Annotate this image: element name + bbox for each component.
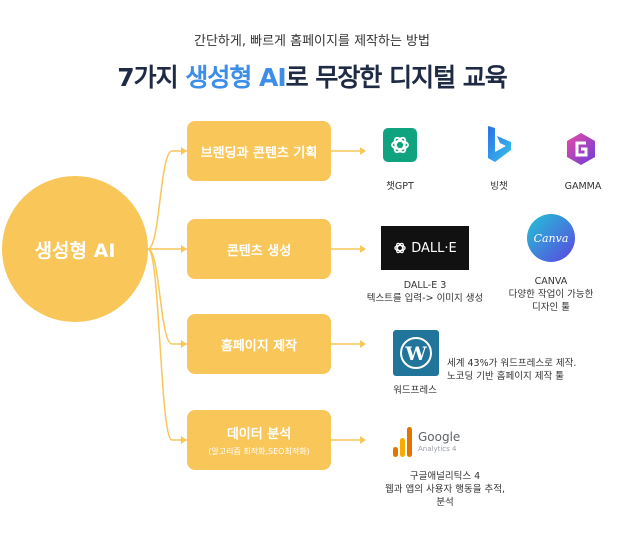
- openai-knot-icon: [391, 136, 409, 154]
- branch-content-creation: 콘텐츠 생성: [187, 219, 331, 279]
- arrowhead: [360, 436, 366, 444]
- arrowhead: [181, 340, 187, 348]
- arrowhead: [181, 436, 187, 444]
- ga-desc: 웹과 앱의 사용자 행동을 추적,: [385, 484, 505, 495]
- canva-desc: 디자인 툴: [532, 302, 570, 313]
- branch-label: 데이터 분석: [226, 427, 292, 442]
- branch-label: 브랜딩과 콘텐츠 기획: [200, 145, 318, 161]
- arrowhead: [360, 245, 366, 253]
- wordpress-desc: 세계 43%가 워드프레스로 제작.: [447, 358, 577, 369]
- branch-label: 콘텐츠 생성: [226, 243, 292, 259]
- wordpress-label: 워드프레스: [393, 385, 437, 396]
- wordpress-desc: 노코딩 기반 홈페이지 제작 툴: [447, 371, 564, 382]
- google-analytics-icon: [393, 425, 413, 459]
- bing-icon: [484, 124, 514, 166]
- hub-circle: 생성형 AI: [2, 176, 148, 322]
- wordpress-icon: W: [393, 330, 439, 376]
- arrowhead: [360, 340, 366, 348]
- branch-sublabel: (알고리즘 최적화,SEO최적화): [208, 447, 310, 456]
- branch-branding: 브랜딩과 콘텐츠 기획: [187, 121, 331, 181]
- openai-knot-icon: [394, 242, 406, 254]
- canva-logo-text: Canva: [533, 231, 569, 245]
- svg-text:W: W: [404, 343, 427, 365]
- dalle-logo-text: DALL·E: [411, 240, 457, 256]
- title-pre: 7가지: [117, 63, 186, 92]
- branch-label: 홈페이지 제작: [220, 338, 298, 354]
- subtitle: 간단하게, 빠르게 홈페이지를 제작하는 방법: [194, 34, 430, 49]
- hub-label: 생성형 AI: [34, 239, 116, 262]
- canva-label: CANVA: [534, 276, 568, 287]
- dalle-label: DALL-E 3: [403, 280, 447, 291]
- connector-hub-branch-3: [147, 248, 187, 345]
- ga-logo-text: Google: [418, 430, 461, 444]
- ga-desc: 분석: [436, 497, 454, 508]
- connector-hub-branch-4: [147, 248, 187, 441]
- page-title: 7가지 생성형 AI로 무장한 디지털 교육: [0, 58, 624, 94]
- arrowhead: [181, 147, 187, 155]
- connector-hub-branch-1: [147, 150, 187, 250]
- branch-data-analysis: 데이터 분석 (알고리즘 최적화,SEO최적화): [187, 410, 331, 470]
- arrowhead: [360, 147, 366, 155]
- dalle-logo: DALL·E: [381, 226, 469, 270]
- canva-desc: 다양한 작업이 가능한: [508, 289, 594, 300]
- chatgpt-icon: [383, 128, 417, 162]
- ga-logo-sub: Analytics 4: [418, 445, 457, 453]
- gamma-icon: [566, 132, 596, 166]
- title-post: 로 무장한 디지털 교육: [285, 63, 508, 92]
- dalle-desc: 텍스트를 입력-> 이미지 생성: [366, 293, 484, 304]
- ga-label: 구글애널리틱스 4: [409, 471, 481, 482]
- title-highlight: 생성형 AI: [185, 63, 286, 92]
- gamma-label: GAMMA: [564, 181, 602, 192]
- branch-homepage: 홈페이지 제작: [187, 314, 331, 374]
- arrowhead: [181, 245, 187, 253]
- bing-label: 빙챗: [490, 181, 508, 192]
- chatgpt-label: 챗GPT: [386, 181, 414, 192]
- canva-logo: Canva: [527, 214, 575, 262]
